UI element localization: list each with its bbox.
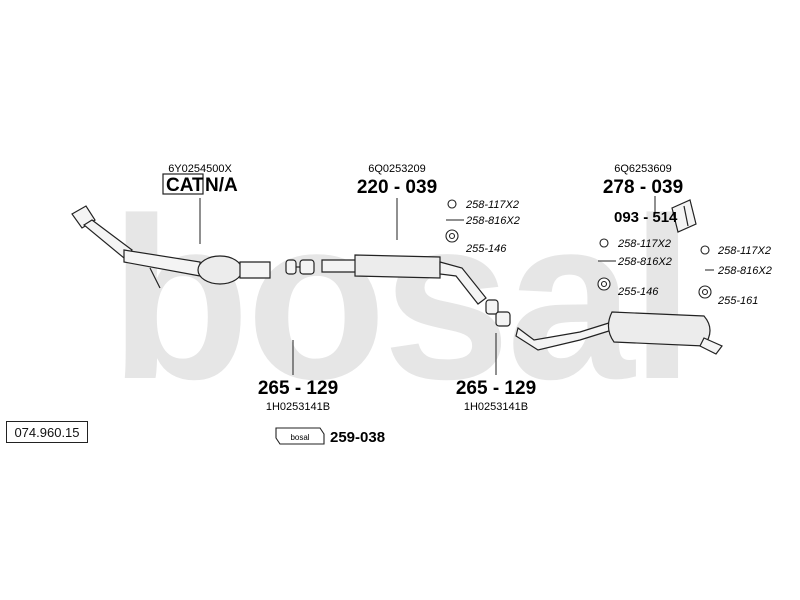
bosal-watermark: bosal: [110, 170, 691, 427]
hanger-part-number: 093 - 514: [614, 209, 678, 226]
mid-oe-number: 6Q0253209: [368, 163, 426, 175]
leader-lines: [199, 196, 714, 375]
clamp-1-shape: [285, 259, 315, 275]
mid-small-parts: [445, 199, 712, 299]
rear-a-3: 255-146: [617, 286, 659, 298]
rear-part-number: 278 - 039: [603, 177, 683, 198]
kit-box-label: bosal: [290, 433, 309, 442]
clamp-1-oe-number: 1H0253141B: [266, 401, 330, 413]
rear-b-3: 255-161: [717, 295, 758, 307]
hanger-bracket-shape: [671, 199, 697, 233]
clamp-2-oe-number: 1H0253141B: [464, 401, 528, 413]
mid-part-number: 220 - 039: [357, 177, 437, 198]
cat-oe-number: 6Y0254500X: [168, 163, 232, 175]
diagram-reference: 074.960.15: [6, 421, 88, 443]
rear-a-2: 258-816X2: [617, 256, 672, 268]
kit-part-number: 259-038: [330, 429, 385, 446]
rear-b-2: 258-816X2: [717, 265, 772, 277]
clamp-2-shape: [485, 299, 511, 327]
mid-small-2: 258-816X2: [465, 215, 520, 227]
rear-silencer-shape: [515, 311, 723, 355]
cat-badge: CAT: [166, 175, 204, 196]
rear-oe-number: 6Q6253609: [614, 163, 672, 175]
catalytic-converter-assembly: [71, 205, 271, 289]
kit-box: bosal: [275, 427, 325, 445]
clamp-2-part-number: 265 - 129: [456, 378, 536, 399]
mid-small-1: 258-117X2: [465, 199, 519, 211]
rear-a-1: 258-117X2: [617, 238, 671, 250]
cat-value: N/A: [205, 175, 238, 196]
rear-b-1: 258-117X2: [717, 245, 771, 257]
clamp-1-part-number: 265 - 129: [258, 378, 338, 399]
mid-small-3: 255-146: [465, 243, 507, 255]
centre-silencer-shape: [321, 254, 487, 305]
cat-badge-box: [162, 173, 204, 195]
